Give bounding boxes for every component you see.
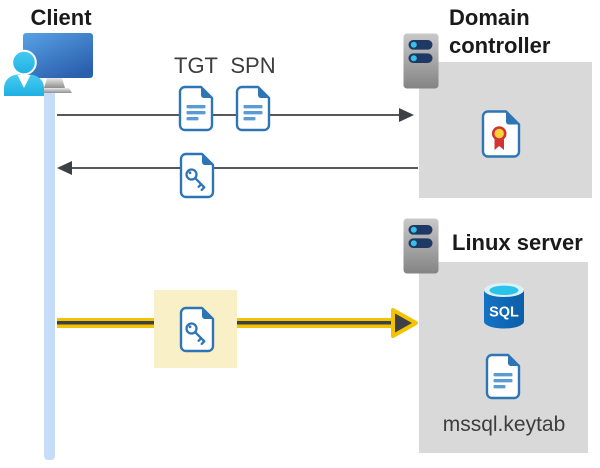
tgt-label: TGT — [174, 53, 218, 78]
sql-database-icon: SQL — [484, 283, 524, 329]
keytab-arrow-head-icon — [391, 308, 418, 338]
linux-server-server-icon — [403, 218, 439, 274]
request-arrow-line — [57, 114, 400, 116]
keytab-file-label: mssql.keytab — [442, 413, 566, 436]
domain-controller-server-icon — [403, 33, 439, 89]
client-label: Client — [30, 5, 92, 30]
service-ticket-key-file-icon — [177, 151, 217, 200]
sql-badge-text: SQL — [489, 305, 519, 321]
domain-controller-label: Domain controller — [449, 5, 551, 58]
response-arrow-line — [72, 167, 418, 169]
response-arrow-head-icon — [57, 161, 72, 175]
client-user-monitor-icon — [4, 33, 93, 96]
spn-label: SPN — [230, 53, 276, 78]
keytab-key-file-icon — [177, 305, 217, 354]
spn-document-icon — [233, 84, 273, 133]
keytab-document-icon — [483, 352, 523, 401]
certificate-file-icon — [481, 110, 521, 158]
request-arrow-head-icon — [399, 108, 414, 122]
tgt-document-icon — [176, 84, 216, 133]
client-lifeline-bar — [44, 84, 55, 460]
linux-server-label: Linux server — [452, 230, 583, 255]
